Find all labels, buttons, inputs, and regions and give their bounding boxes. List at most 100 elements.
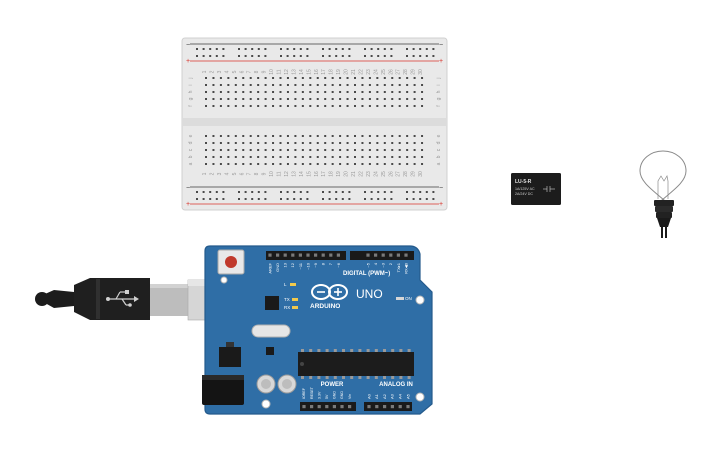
breadboard-hole[interactable] (421, 105, 424, 107)
breadboard-hole[interactable] (376, 156, 379, 158)
breadboard-hole[interactable] (398, 142, 401, 144)
breadboard-hole[interactable] (309, 163, 312, 165)
breadboard-hole[interactable] (421, 142, 424, 144)
breadboard-hole[interactable] (242, 98, 245, 100)
breadboard-hole[interactable] (264, 105, 267, 107)
digital-pin[interactable] (291, 253, 295, 257)
breadboard-hole[interactable] (354, 142, 356, 144)
breadboard-hole[interactable] (272, 163, 275, 165)
rail-hole[interactable] (306, 198, 309, 200)
rail-hole[interactable] (432, 48, 435, 50)
rail-hole[interactable] (377, 198, 380, 200)
rail-hole[interactable] (364, 48, 366, 50)
breadboard-hole[interactable] (257, 135, 260, 137)
digital-pin[interactable] (329, 253, 333, 257)
breadboard-hole[interactable] (249, 163, 252, 165)
breadboard-hole[interactable] (316, 156, 319, 158)
breadboard-hole[interactable] (421, 84, 424, 86)
rail-hole[interactable] (215, 55, 218, 57)
analog-pin-holes[interactable] (367, 405, 410, 409)
breadboard-hole[interactable] (257, 156, 260, 158)
rail-hole[interactable] (222, 191, 225, 193)
breadboard-hole[interactable] (294, 156, 297, 158)
breadboard-hole[interactable] (331, 163, 334, 165)
breadboard-hole[interactable] (354, 149, 356, 151)
rail-hole[interactable] (412, 191, 415, 193)
breadboard-hole[interactable] (309, 142, 312, 144)
breadboard-hole[interactable] (234, 91, 237, 93)
rail-hole[interactable] (299, 198, 302, 200)
rail-hole[interactable] (425, 48, 428, 50)
analog-pin[interactable] (367, 405, 371, 409)
breadboard-terminal-holes[interactable] (205, 77, 424, 165)
breadboard-hole[interactable] (294, 91, 297, 93)
breadboard-hole[interactable] (257, 77, 260, 79)
breadboard-hole[interactable] (257, 91, 260, 93)
rail-hole[interactable] (196, 198, 198, 200)
breadboard-hole[interactable] (279, 142, 282, 144)
breadboard-hole[interactable] (383, 142, 386, 144)
rail-hole[interactable] (280, 198, 282, 200)
rail-hole[interactable] (425, 198, 428, 200)
breadboard-hole[interactable] (316, 163, 319, 165)
digital-header-left[interactable] (266, 251, 346, 260)
breadboard-hole[interactable] (264, 135, 267, 137)
breadboard-hole[interactable] (398, 149, 401, 151)
breadboard-hole[interactable] (309, 98, 312, 100)
breadboard-hole[interactable] (286, 135, 289, 137)
breadboard-hole[interactable] (331, 77, 334, 79)
rail-hole[interactable] (412, 55, 415, 57)
breadboard-hole[interactable] (331, 149, 334, 151)
breadboard-hole[interactable] (242, 135, 245, 137)
rail-hole[interactable] (280, 191, 282, 193)
breadboard-hole[interactable] (272, 142, 275, 144)
power-pin-holes[interactable] (302, 405, 352, 409)
breadboard-hole[interactable] (391, 91, 394, 93)
breadboard-hole[interactable] (279, 105, 282, 107)
rail-hole[interactable] (370, 191, 373, 193)
breadboard-hole[interactable] (383, 84, 386, 86)
breadboard-hole[interactable] (421, 98, 424, 100)
rail-hole[interactable] (406, 48, 408, 50)
breadboard-hole[interactable] (413, 149, 416, 151)
breadboard-hole[interactable] (331, 91, 334, 93)
breadboard-hole[interactable] (406, 105, 409, 107)
rail-hole[interactable] (299, 191, 302, 193)
breadboard-hole[interactable] (339, 77, 342, 79)
rail-hole[interactable] (215, 191, 218, 193)
rail-hole[interactable] (222, 198, 225, 200)
breadboard-hole[interactable] (331, 105, 334, 107)
rail-hole[interactable] (257, 48, 260, 50)
breadboard-hole[interactable] (212, 84, 215, 86)
breadboard-hole[interactable] (219, 91, 222, 93)
breadboard-hole[interactable] (398, 135, 401, 137)
rail-hole[interactable] (390, 55, 393, 57)
breadboard-hole[interactable] (339, 163, 342, 165)
rail-hole[interactable] (257, 198, 260, 200)
breadboard-hole[interactable] (227, 156, 230, 158)
breadboard-hole[interactable] (354, 156, 356, 158)
analog-pin[interactable] (375, 405, 379, 409)
breadboard-hole[interactable] (272, 91, 275, 93)
breadboard-hole[interactable] (346, 91, 349, 93)
breadboard-hole[interactable] (264, 84, 267, 86)
rail-hole[interactable] (425, 191, 428, 193)
rail-hole[interactable] (335, 48, 338, 50)
breadboard-hole[interactable] (406, 142, 409, 144)
rail-hole[interactable] (348, 191, 351, 193)
rail-hole[interactable] (341, 198, 344, 200)
breadboard-hole[interactable] (354, 84, 356, 86)
breadboard-hole[interactable] (301, 91, 304, 93)
breadboard-hole[interactable] (413, 77, 416, 79)
breadboard-hole[interactable] (368, 163, 371, 165)
breadboard-hole[interactable] (331, 135, 334, 137)
breadboard-hole[interactable] (383, 135, 386, 137)
breadboard-hole[interactable] (219, 156, 222, 158)
breadboard-hole[interactable] (219, 98, 222, 100)
rail-hole[interactable] (238, 198, 240, 200)
breadboard-hole[interactable] (324, 135, 327, 137)
rail-hole[interactable] (293, 48, 296, 50)
rail-hole[interactable] (299, 55, 302, 57)
rail-hole[interactable] (341, 48, 344, 50)
lightbulb-icon[interactable] (639, 150, 687, 238)
